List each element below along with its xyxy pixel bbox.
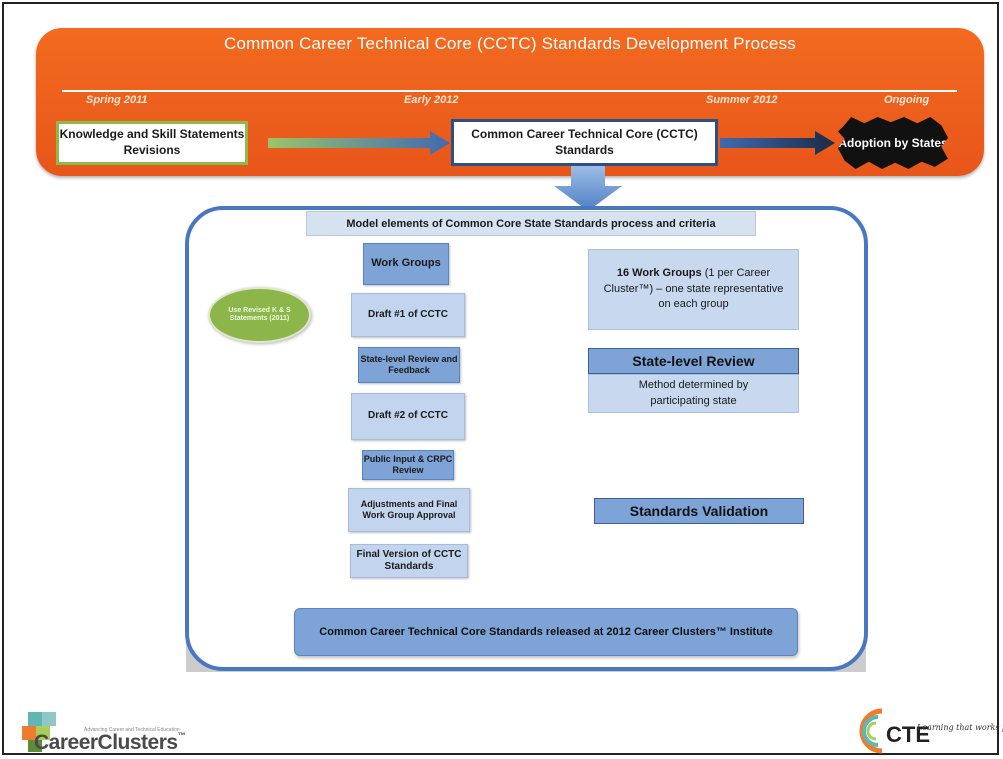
flow-draft-2: Draft #2 of CCTC [351,393,465,440]
state-review-note: Method determined by participating state [588,374,799,413]
career-clusters-subtitle: Advancing Career and Technical Education [84,727,180,733]
standards-validation-title: Standards Validation [594,498,804,524]
timeline-line [62,90,957,92]
cte-logo-icon [859,708,883,754]
release-bar: Common Career Technical Core Standards r… [294,608,798,656]
step-knowledge-skill-revisions: Knowledge and Skill Statements Revisions [56,121,248,165]
down-arrow-to-panel [554,166,622,211]
work-groups-note: 16 Work Groups (1 per Career Cluster™) –… [588,249,799,330]
banner-arrow-1 [268,131,450,155]
phase-early-2012: Early 2012 [404,94,459,106]
cte-tagline: Learning that works for America [917,723,1003,732]
phase-summer-2012: Summer 2012 [706,94,778,106]
flow-final-version: Final Version of CCTC Standards [350,544,468,578]
phase-spring-2011: Spring 2011 [86,94,148,106]
use-revised-statements-oval: Use Revised K & S Statements (2011) [208,287,311,343]
flow-state-level-review: State-level Review and Feedback [358,347,460,383]
flow-work-groups: Work Groups [363,243,449,285]
flow-adjustments: Adjustments and Final Work Group Approva… [348,488,470,532]
state-review-title: State-level Review [588,348,799,374]
panel-header: Model elements of Common Core State Stan… [306,211,756,236]
career-clusters-logo-text: CareerClusters™ [34,731,186,755]
career-clusters-name: CareerClusters [34,731,178,754]
work-groups-note-bold: 16 Work Groups [616,267,702,280]
flow-public-input: Public Input & CRPC Review [362,450,454,480]
work-groups-note-text: (1 per Career Cluster™) – one state repr… [603,267,784,311]
flow-draft-1: Draft #1 of CCTC [351,293,465,337]
cte-logo-text: CTE [886,722,930,747]
step-adoption-by-states: Adoption by States [838,117,948,169]
career-clusters-tm: ™ [177,731,186,740]
phase-ongoing: Ongoing [884,94,930,106]
career-clusters-logo-icon [22,712,56,752]
banner-title: Common Career Technical Core (CCTC) Stan… [223,34,796,53]
banner-arrow-2 [720,131,835,155]
step-cctc-standards: Common Career Technical Core (CCTC) Stan… [451,119,718,166]
